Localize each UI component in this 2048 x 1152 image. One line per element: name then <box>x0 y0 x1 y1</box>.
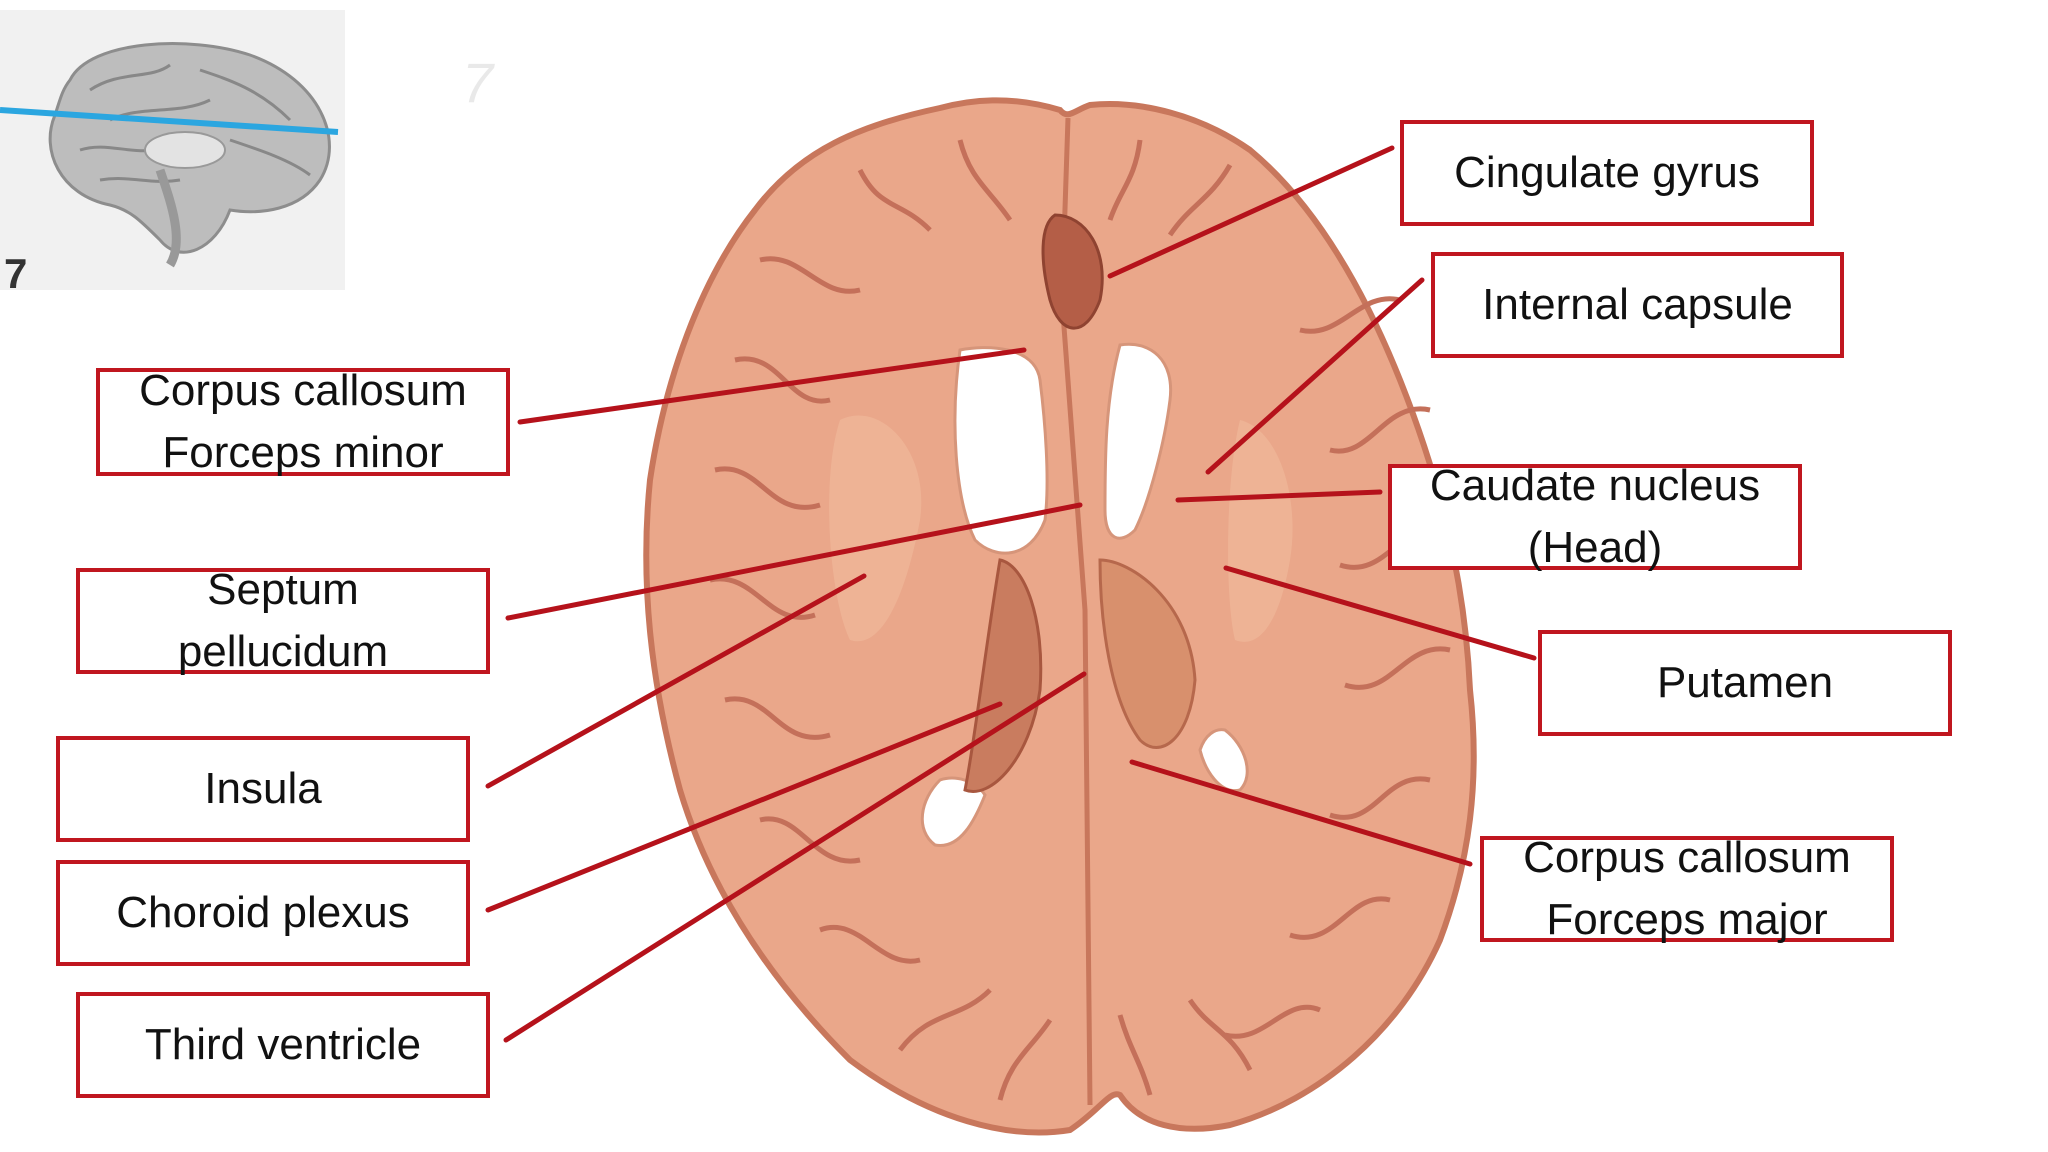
label-text-line-2: Forceps major <box>1546 895 1828 944</box>
axial-brain-section-icon <box>643 97 1477 1136</box>
label-text: Cingulate gyrus <box>1454 148 1760 197</box>
leader-line-putamen <box>1223 565 1537 661</box>
label-choroid-plexus: Choroid plexus <box>56 860 470 966</box>
label-text: Choroid plexus <box>116 888 410 937</box>
leader-line-insula <box>485 573 867 789</box>
label-insula: Insula <box>56 736 470 842</box>
leader-line-caudate-nucleus <box>1175 489 1383 503</box>
sagittal-brain-icon <box>0 42 339 268</box>
label-text-line-1: Corpus callosum <box>139 366 467 415</box>
label-cingulate-gyrus: Cingulate gyrus <box>1400 120 1814 226</box>
label-text-line-2: (Head) <box>1527 523 1663 572</box>
leader-line-corpus-callosum-major <box>1129 759 1473 867</box>
label-caudate-nucleus-head: Caudate nucleus (Head) <box>1388 461 1802 572</box>
leader-line-third-ventricle <box>503 671 1087 1043</box>
label-text: Third ventricle <box>144 1020 422 1069</box>
leader-line-cingulate-gyrus <box>1107 145 1395 279</box>
label-corpus-callosum-forceps-minor: Corpus callosum Forceps minor <box>96 366 510 477</box>
label-text-line-1: Septum <box>207 565 359 614</box>
label-third-ventricle: Third ventricle <box>76 992 490 1098</box>
leader-lines <box>485 145 1537 1043</box>
leader-line-choroid-plexus <box>485 701 1003 913</box>
label-internal-capsule: Internal capsule <box>1431 252 1844 358</box>
faint-plane-number: 7 <box>462 51 494 114</box>
label-septum-pellucidum: Septum pellucidum <box>76 565 490 676</box>
leader-line-internal-capsule <box>1205 277 1425 475</box>
label-text-line-1: Corpus callosum <box>1523 833 1851 882</box>
label-text-line-2: Forceps minor <box>162 428 444 477</box>
label-text-line-2: pellucidum <box>177 627 389 676</box>
label-text: Insula <box>204 764 322 813</box>
plane-number: 7 <box>4 250 28 297</box>
label-text: Putamen <box>1656 658 1834 707</box>
leader-line-septum-pellucidum <box>505 502 1083 621</box>
label-text: Internal capsule <box>1482 280 1793 329</box>
label-text-line-1: Caudate nucleus <box>1429 461 1761 510</box>
sagittal-brain-thumbnail: 7 <box>0 10 345 297</box>
leader-line-corpus-callosum-minor <box>517 347 1027 425</box>
label-putamen: Putamen <box>1538 630 1952 736</box>
label-corpus-callosum-forceps-major: Corpus callosum Forceps major <box>1480 833 1894 944</box>
